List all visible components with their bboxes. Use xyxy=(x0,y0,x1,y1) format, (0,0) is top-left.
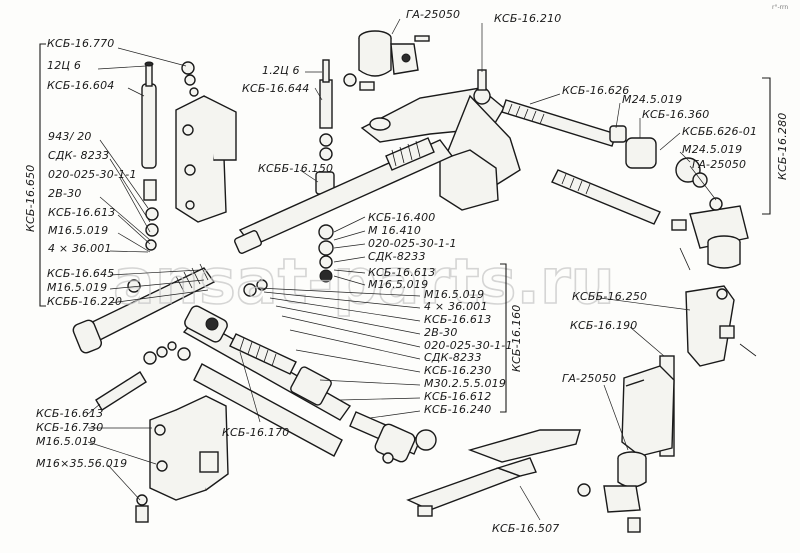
shaft-ksb-16-150 xyxy=(234,137,454,254)
fitting-ga-25050-bottom xyxy=(577,451,647,533)
label-m16-5-019-mid: М16.5.019 xyxy=(368,278,428,291)
label-ksb-16-230: КСБ-16.230 xyxy=(424,364,492,377)
label-ksb-16-613-c: КСБ-16.613 xyxy=(36,407,104,420)
label-m16-5-019-a: М16.5.019 xyxy=(48,224,108,237)
label-sdk-8233-mid: СДК-8233 xyxy=(368,250,426,263)
label-12c6-left: 12Ц 6 xyxy=(47,59,81,72)
center-group-bracket xyxy=(500,263,507,413)
group-brackets xyxy=(39,43,771,413)
label-sdk-8233-b: СДК-8233 xyxy=(424,351,482,364)
bracket-ksb-16-250 xyxy=(685,285,757,367)
part-labels: ГА-25050 КСБ-16.210 КСБ-16.770 12Ц 6 КСБ… xyxy=(24,8,789,535)
lever-ksb-16-190 xyxy=(621,355,675,457)
pin-ksb-16-604 xyxy=(141,61,159,251)
label-m24-5-019-a: М24.5.019 xyxy=(622,93,682,106)
pin-rod-lower-left xyxy=(95,341,191,411)
label-m16-5-019-c: М16.5.019 xyxy=(424,288,484,301)
label-020-mid: 020-025-30-1-1 xyxy=(368,237,457,250)
label-m16-5-019-d: М16.5.019 xyxy=(36,435,96,448)
label-ksb-16-612: КСБ-16.612 xyxy=(424,390,492,403)
label-ga-25050-top: ГА-25050 xyxy=(406,8,460,21)
label-ksb-16-770: КСБ-16.770 xyxy=(47,37,115,50)
label-ksb-16-360: КСБ-16.360 xyxy=(642,108,710,121)
bracket-ksb-16-730 xyxy=(135,395,229,523)
label-4x36-001-b: 4 × 36.001 xyxy=(424,300,488,313)
label-m16-5-019-b: М16.5.019 xyxy=(47,281,107,294)
left-bracket-assembly xyxy=(175,61,237,223)
label-sdk-8233-left: СДК- 8233 xyxy=(48,149,109,162)
right-group-bracket xyxy=(762,77,771,215)
left-spring-rod xyxy=(72,263,268,354)
rod-ksb-16-626 xyxy=(501,99,708,188)
label-ga-25050-bottom: ГА-25050 xyxy=(562,372,616,385)
bell-crank-ksb-16-210 xyxy=(360,69,521,211)
label-2b30-left: 2В-30 xyxy=(48,187,82,200)
label-ksb-16-190: КСБ-16.190 xyxy=(570,319,638,332)
label-ksb-16-613-mid: КСБ-16.613 xyxy=(368,266,436,279)
label-ksb-16-613-a: КСБ-16.613 xyxy=(48,206,116,219)
corner-mark: r°-rrn xyxy=(772,4,788,11)
label-ksb-16-507: КСБ-16.507 xyxy=(492,522,560,535)
label-ksb-16-170: КСБ-16.170 xyxy=(222,426,290,439)
label-ksb-16-250: КСББ-16.250 xyxy=(572,290,647,303)
label-ksb-16-400: КСБ-16.400 xyxy=(368,211,436,224)
leader-lines xyxy=(87,18,717,521)
fitting-ga-25050-top xyxy=(343,30,430,91)
plate-ksb-16-507 xyxy=(406,429,581,517)
label-m24-5-019-b: М24.5.019 xyxy=(682,143,742,156)
left-group-bracket xyxy=(39,43,46,307)
pin-ksb-16-644 xyxy=(315,59,335,283)
rod-end-lower xyxy=(349,411,437,464)
rod-ksb-16-626-01 xyxy=(551,169,661,225)
label-ksb-16-730: КСБ-16.730 xyxy=(36,421,104,434)
label-ksb-16-613-b: КСБ-16.613 xyxy=(424,313,492,326)
label-020-left: 020-025-30-1-1 xyxy=(48,168,137,181)
label-ksb-16-644: КСБ-16.644 xyxy=(242,82,310,95)
label-12c6-mid: 1.2Ц 6 xyxy=(262,64,300,77)
label-ksb-16-240: КСБ-16.240 xyxy=(424,403,492,416)
label-ga-25050-right: ГА-25050 xyxy=(692,158,746,171)
label-4x36-001-a: 4 × 36.001 xyxy=(48,242,112,255)
label-ksb-16-150: КСББ-16.150 xyxy=(258,162,333,175)
link-ksb-16-170 xyxy=(182,305,352,457)
label-ksb-16-645: КСБ-16.645 xyxy=(47,267,115,280)
label-ksb-16-280: КСБ-16.280 xyxy=(776,113,789,181)
label-m16x35-56-019: М16×35.56.019 xyxy=(36,457,127,470)
label-ksb-16-626: КСБ-16.626 xyxy=(562,84,630,97)
label-m16-410: М 16.410 xyxy=(368,224,421,237)
label-ksb-16-650: КСБ-16.650 xyxy=(24,165,37,233)
label-2b30-b: 2В-30 xyxy=(424,326,458,339)
label-ksb-16-160: КСБ-16.160 xyxy=(510,305,523,373)
watermark: ansat-parts.ru xyxy=(113,245,615,318)
label-943-20: 943/ 20 xyxy=(48,130,92,143)
label-ksb-16-604: КСБ-16.604 xyxy=(47,79,115,92)
label-ksb-16-210: КСБ-16.210 xyxy=(494,12,562,25)
fitting-ga-25050-right xyxy=(671,197,749,271)
label-020-b: 020-025-30-1-1 xyxy=(424,339,513,352)
label-m30-2-5-019: М30.2.5.5.019 xyxy=(424,377,506,390)
label-ksb-16-220: КСББ-16.220 xyxy=(47,295,122,308)
label-ksb-626-01: КСББ.626-01 xyxy=(682,125,757,138)
